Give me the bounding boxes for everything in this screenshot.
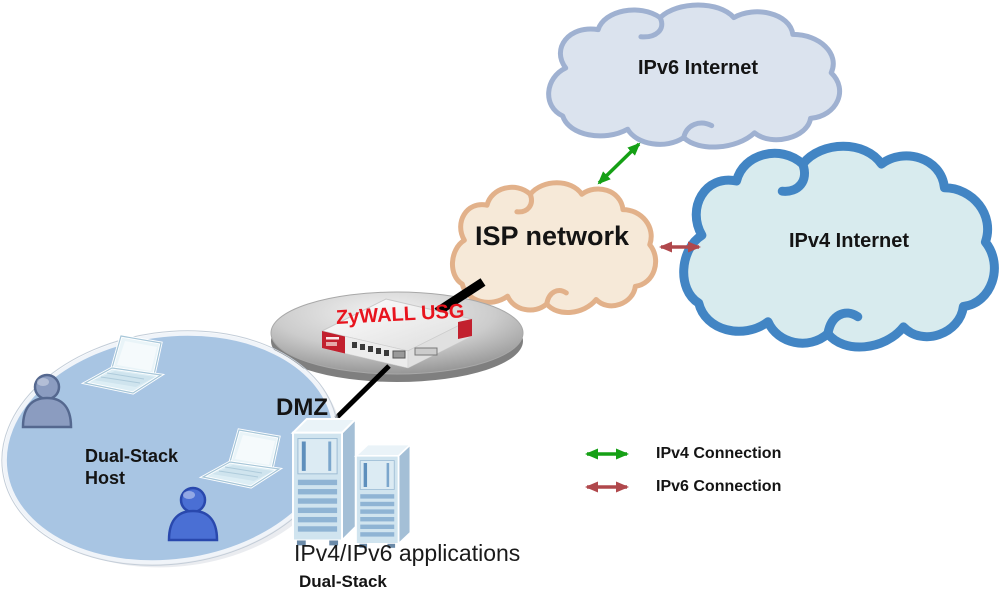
device-red-end	[458, 319, 472, 339]
server-icon	[353, 442, 413, 548]
dual-stack-label: Dual-Stack	[299, 572, 387, 591]
laptop-icon	[80, 334, 166, 395]
user-icon	[21, 373, 73, 429]
user-icon	[167, 486, 219, 542]
legend-row-ipv6: IPv6 Connection	[580, 477, 781, 497]
wan-link-line	[434, 278, 486, 316]
laptop-icon	[198, 428, 284, 489]
isp-ipv6-green-arrow	[597, 142, 641, 185]
dmz-label: DMZ	[276, 394, 328, 421]
ipv6-internet-cloud	[549, 5, 840, 147]
dual-stack-host-zone	[1, 330, 342, 568]
legend-label-ipv4: IPv4 Connection	[656, 445, 782, 462]
legend: IPv4 Connection IPv6 Connection	[580, 444, 781, 510]
legend-label-ipv6: IPv6 Connection	[656, 478, 782, 495]
applications-label: IPv4/IPv6 applications	[294, 540, 521, 566]
red-double-arrow-icon	[585, 481, 629, 493]
ipv4-internet-label: IPv4 Internet	[788, 230, 910, 252]
isp-network-label: ISP network	[474, 221, 630, 251]
green-double-arrow-icon	[585, 448, 629, 460]
zywall-usg-device	[320, 298, 474, 369]
ipv4-internet-cloud	[684, 146, 995, 347]
device-ports	[352, 342, 438, 359]
ipv6-internet-label: IPv6 Internet	[637, 57, 759, 79]
server-icon	[290, 416, 359, 546]
isp-network-cloud	[452, 183, 655, 313]
legend-row-ipv4: IPv4 Connection	[580, 444, 781, 464]
dual-stack-host-label: Dual-Stack Host	[85, 446, 179, 488]
